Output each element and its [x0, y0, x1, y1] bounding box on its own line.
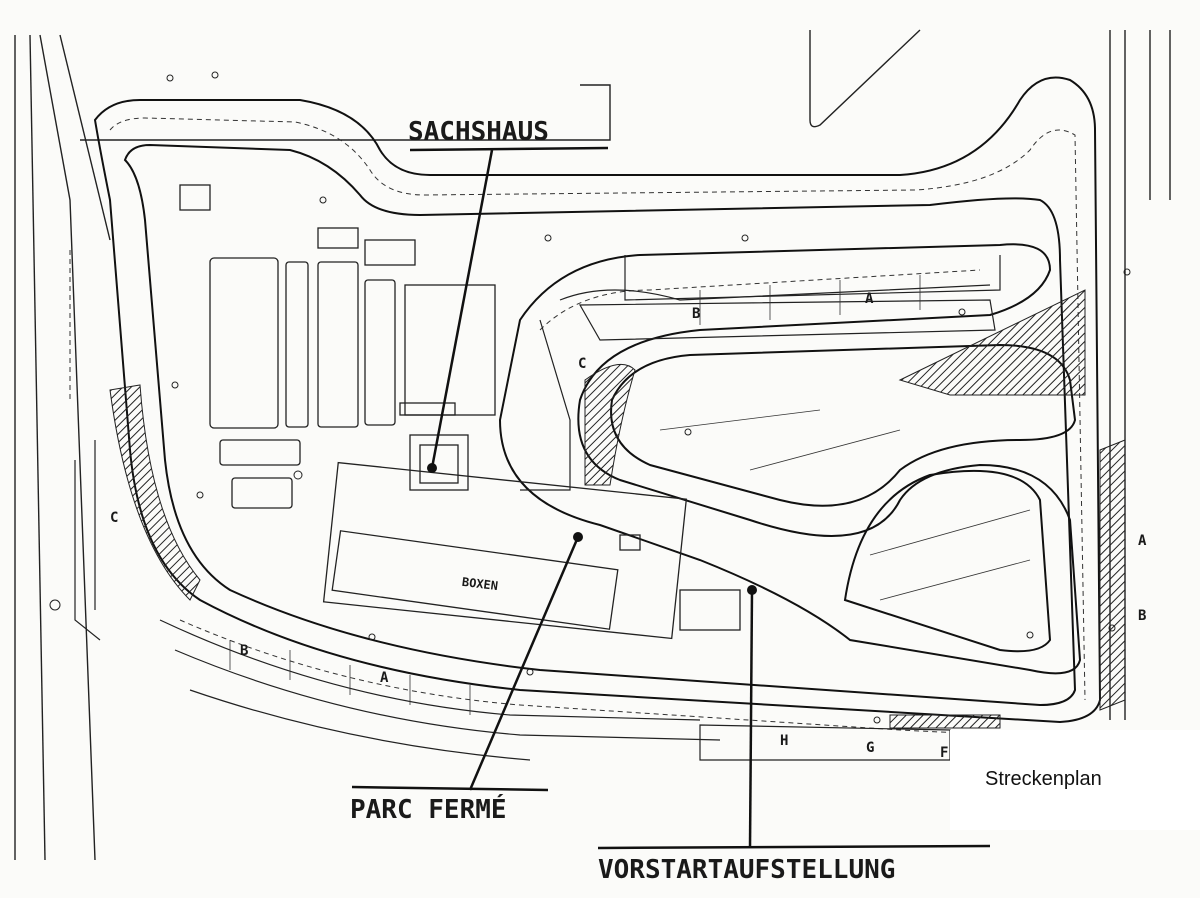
legend-box	[950, 730, 1200, 830]
label-a-right: A	[1138, 533, 1147, 549]
label-f: F	[940, 745, 948, 761]
callout-parc-ferme: PARC FERMÉ	[350, 793, 507, 825]
label-a-bottom: A	[380, 670, 389, 686]
callout-vorstartaufstellung: VORSTARTAUFSTELLUNG	[598, 855, 895, 885]
callout-sachshaus: SACHSHAUS	[408, 117, 549, 147]
paddock-buildings	[179, 184, 741, 640]
grandstand-top	[520, 255, 1001, 491]
callout-lines	[351, 146, 991, 850]
grandstand-bottom	[74, 440, 951, 761]
label-g: G	[866, 740, 874, 756]
hatched-zones	[109, 289, 1126, 729]
label-c-left: C	[110, 510, 118, 526]
label-c-top: C	[578, 356, 586, 372]
callout-dots	[427, 463, 757, 595]
dashed-boundaries	[69, 117, 1086, 736]
outer-roads	[14, 29, 1171, 861]
label-h: H	[780, 733, 788, 749]
label-b-bottom: B	[240, 643, 248, 659]
label-b-right: B	[1138, 608, 1146, 624]
grid-lines	[229, 275, 1031, 715]
label-b-top: B	[692, 306, 700, 322]
marker-dots	[49, 71, 1131, 724]
track-letters: BOXEN A B C C B A H G F A B	[110, 291, 1147, 761]
label-boxen: BOXEN	[461, 575, 499, 593]
label-a-top: A	[865, 291, 874, 307]
plan-title: Streckenplan	[985, 768, 1102, 790]
